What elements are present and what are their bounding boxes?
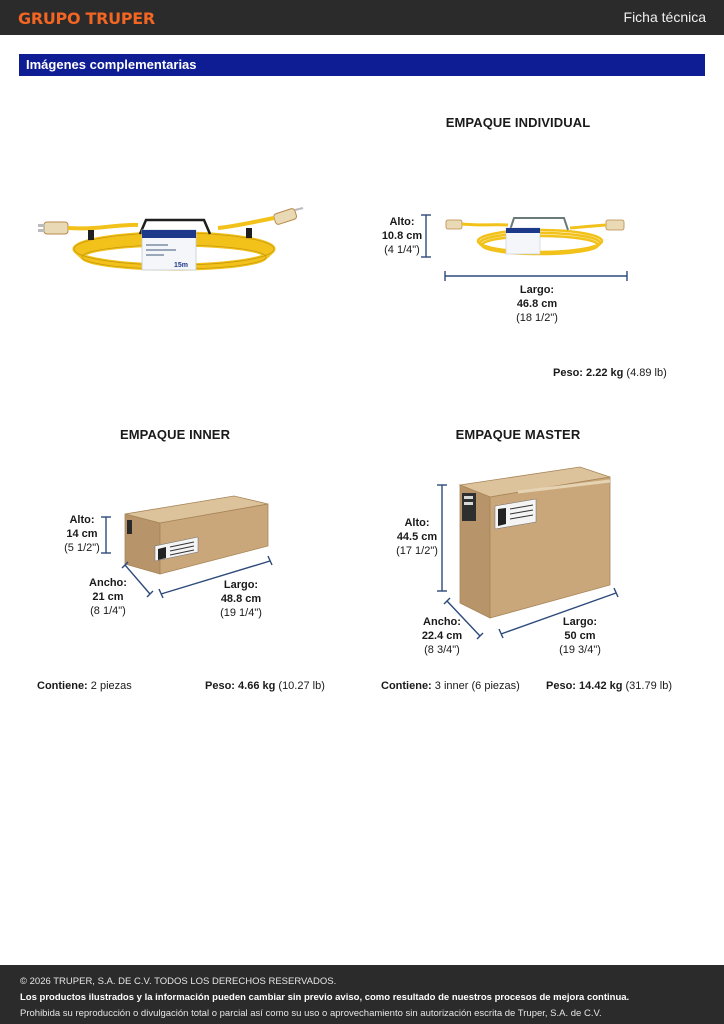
section-title: Imágenes complementarias bbox=[26, 57, 197, 72]
master-alto-label: Alto: 44.5 cm (17 1/2") bbox=[396, 517, 438, 557]
inner-ancho-dimension bbox=[121, 561, 154, 598]
individual-alto-label: Alto: 10.8 cm (4 1/4") bbox=[381, 216, 423, 256]
master-largo-label: Largo: 50 cm (19 3/4") bbox=[559, 616, 601, 656]
inner-box-image bbox=[124, 495, 269, 575]
inner-heading: EMPAQUE INNER bbox=[119, 427, 231, 442]
footer-legal: Prohibida su reproducción o divulgación … bbox=[20, 1008, 602, 1019]
master-weight: Peso: 14.42 kg (31.79 lb) bbox=[546, 680, 672, 692]
inner-alto-label: Alto: 14 cm (5 1/2") bbox=[64, 514, 100, 554]
product-tag-size: 15m bbox=[174, 262, 188, 269]
sheet-title: Ficha técnica bbox=[623, 9, 706, 25]
individual-largo-label: Largo: 46.8 cm (18 1/2") bbox=[516, 284, 558, 324]
individual-alto-dimension bbox=[421, 214, 431, 258]
top-bar: GRUPO TRUPER Ficha técnica bbox=[0, 0, 724, 35]
brand-logo: GRUPO TRUPER bbox=[18, 9, 155, 28]
footer-notice: Los productos ilustrados y la informació… bbox=[20, 992, 630, 1003]
footer-copyright: © 2026 TRUPER, S.A. DE C.V. TODOS LOS DE… bbox=[20, 976, 337, 987]
individual-heading: EMPAQUE INDIVIDUAL bbox=[445, 115, 591, 130]
master-largo-dimension bbox=[498, 587, 619, 639]
inner-largo-label: Largo: 48.8 cm (19 1/4") bbox=[220, 579, 262, 619]
inner-ancho-label: Ancho: 21 cm (8 1/4") bbox=[89, 577, 127, 617]
master-alto-dimension bbox=[437, 484, 447, 592]
product-image: 15m bbox=[38, 207, 304, 271]
individual-product-image bbox=[445, 217, 625, 256]
section-header: Imágenes complementarias bbox=[19, 54, 705, 76]
individual-largo-dimension bbox=[444, 271, 628, 281]
footer: © 2026 TRUPER, S.A. DE C.V. TODOS LOS DE… bbox=[0, 965, 724, 1024]
inner-largo-dimension bbox=[158, 555, 273, 599]
individual-weight: Peso: 2.22 kg (4.89 lb) bbox=[553, 367, 667, 379]
master-ancho-label: Ancho: 22.4 cm (8 3/4") bbox=[421, 616, 463, 656]
master-contents: Contiene: 3 inner (6 piezas) bbox=[381, 680, 520, 692]
inner-contents: Contiene: 2 piezas bbox=[37, 680, 132, 692]
inner-alto-dimension bbox=[101, 516, 111, 554]
master-box-image bbox=[458, 466, 611, 619]
master-heading: EMPAQUE MASTER bbox=[455, 427, 581, 442]
master-ancho-dimension bbox=[443, 597, 484, 640]
inner-weight: Peso: 4.66 kg (10.27 lb) bbox=[205, 680, 325, 692]
